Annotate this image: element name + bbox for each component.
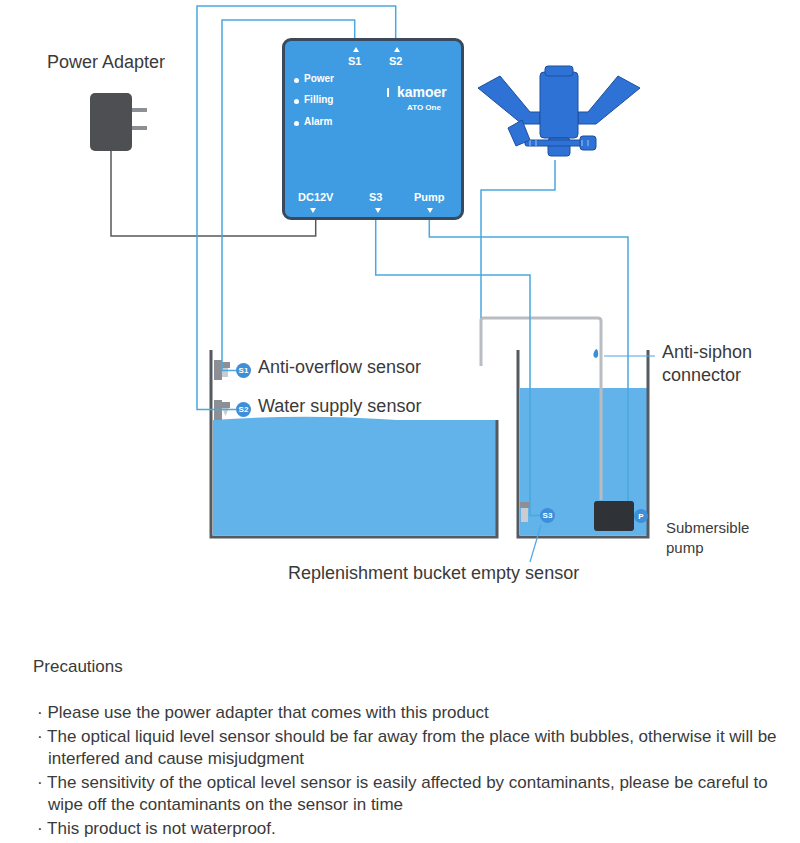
clip-thread — [530, 140, 588, 146]
port-arrow — [310, 208, 316, 213]
port-label: S1 — [348, 55, 361, 67]
shape — [588, 140, 589, 146]
port-label: S2 — [389, 55, 402, 67]
led-dot — [294, 99, 299, 104]
anti-siphon-connector — [593, 349, 598, 358]
shape — [545, 66, 573, 76]
port-arrow — [353, 47, 359, 52]
signal-wire — [429, 220, 628, 501]
water-surface — [213, 417, 496, 422]
leader-line — [530, 525, 541, 562]
shape — [131, 108, 147, 112]
port-arrow — [375, 208, 381, 213]
port-arrow — [394, 47, 400, 52]
note-text: · The optical liquid level sensor should… — [37, 726, 792, 770]
port-label: S3 — [369, 191, 382, 203]
note-text: · This product is not waterproof. — [37, 818, 792, 840]
sensor-callout: S3Replenishment bucket empty sensor — [540, 508, 555, 523]
part-label: Submersible pump — [666, 518, 761, 558]
brand-name: kamoer — [397, 84, 447, 100]
shape — [540, 72, 578, 138]
note-text: · The sensitivity of the optical level s… — [37, 772, 792, 816]
shape — [508, 120, 530, 146]
controller-box: S1 S2PowerFillingAlarm kamoerATO OneDC12V S… — [282, 38, 464, 220]
brand-icon — [387, 88, 396, 97]
part-label: Water supply sensor — [258, 396, 421, 417]
power-adapter: Power Adapter — [90, 93, 132, 151]
shape — [578, 76, 640, 124]
hose-clip — [478, 66, 640, 156]
led-label: Alarm — [304, 116, 332, 127]
part-label: Replenishment bucket empty sensor — [288, 563, 579, 584]
shape — [131, 126, 147, 130]
port-arrow — [427, 208, 433, 213]
callout-number: S2 — [236, 402, 251, 417]
led-dot — [294, 121, 299, 126]
shape — [220, 402, 230, 408]
sensor-callout: S1Anti-overflow sensor — [236, 363, 251, 378]
port-label: Pump — [414, 191, 445, 203]
note-text: · Please use the power adapter that come… — [37, 702, 792, 724]
callout-number: P — [634, 509, 648, 523]
part-label: Anti-overflow sensor — [258, 357, 421, 378]
part-label: Anti-siphon connector — [662, 341, 782, 387]
main-tank — [211, 350, 497, 537]
shape — [478, 76, 540, 124]
shape — [520, 502, 530, 508]
led-label: Filling — [304, 94, 333, 105]
shape — [582, 140, 583, 146]
tank-water — [213, 420, 496, 535]
port-label: DC12V — [298, 191, 333, 203]
shape — [521, 508, 528, 522]
hose — [481, 318, 601, 500]
shape — [530, 140, 531, 146]
shape — [536, 140, 537, 146]
section-heading: Precautions — [33, 657, 123, 677]
submersible-pump: PSubmersible pump — [594, 501, 634, 531]
shape — [580, 136, 596, 150]
led-label: Power — [304, 73, 334, 84]
sensor-mounts — [214, 360, 530, 522]
model-name: ATO One — [407, 103, 441, 112]
led-dot — [294, 78, 299, 83]
callout-number: S3 — [540, 508, 555, 523]
callout-number: S1 — [236, 363, 251, 378]
part-label: Power Adapter — [47, 52, 165, 73]
adapter-prongs — [131, 108, 147, 130]
sensor-callout: S2Water supply sensor — [236, 402, 251, 417]
clip-line — [481, 160, 555, 318]
shape — [222, 368, 228, 377]
leader-line — [604, 355, 655, 356]
